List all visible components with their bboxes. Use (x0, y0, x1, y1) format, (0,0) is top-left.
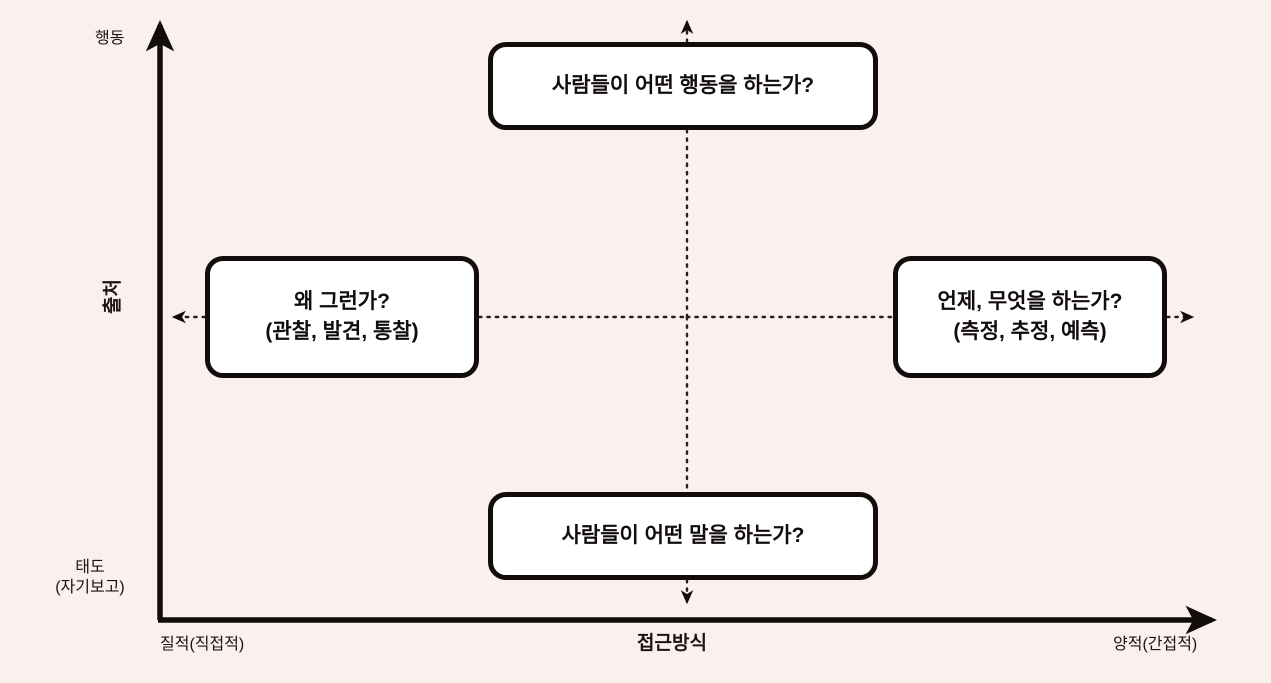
quadrant-box-left[interactable]: 왜 그런가? (관찰, 발견, 통찰) (205, 256, 479, 378)
x-axis-left-label: 질적(직접적) (160, 636, 245, 653)
y-axis-bottom-label-line2: (자기보고) (55, 579, 125, 596)
quadrant-box-top-line1: 사람들이 어떤 행동을 하는가? (551, 73, 815, 97)
y-axis-title: 출처 (102, 279, 124, 314)
quadrant-box-right-line2: (측정, 추정, 예측) (953, 320, 1107, 343)
x-axis-title: 접근방식 (637, 633, 707, 654)
quadrant-box-right-line1: 언제, 무엇을 하는가? (937, 289, 1123, 313)
y-axis-top-label: 행동 (95, 30, 125, 47)
x-axis-right-label: 양적(간접적) (1113, 636, 1198, 653)
quadrant-box-left-line2: (관찰, 발견, 통찰) (265, 320, 419, 343)
quadrant-box-bottom[interactable]: 사람들이 어떤 말을 하는가? (488, 492, 878, 580)
y-axis-bottom-label: 태도 (자기보고) (34, 558, 146, 598)
quadrant-box-top[interactable]: 사람들이 어떤 행동을 하는가? (488, 42, 878, 130)
quadrant-box-left-line1: 왜 그런가? (294, 289, 390, 313)
y-axis-bottom-label-line1: 태도 (75, 559, 105, 576)
quadrant-box-right[interactable]: 언제, 무엇을 하는가? (측정, 추정, 예측) (893, 256, 1167, 378)
quadrant-box-bottom-line1: 사람들이 어떤 말을 하는가? (561, 523, 805, 547)
